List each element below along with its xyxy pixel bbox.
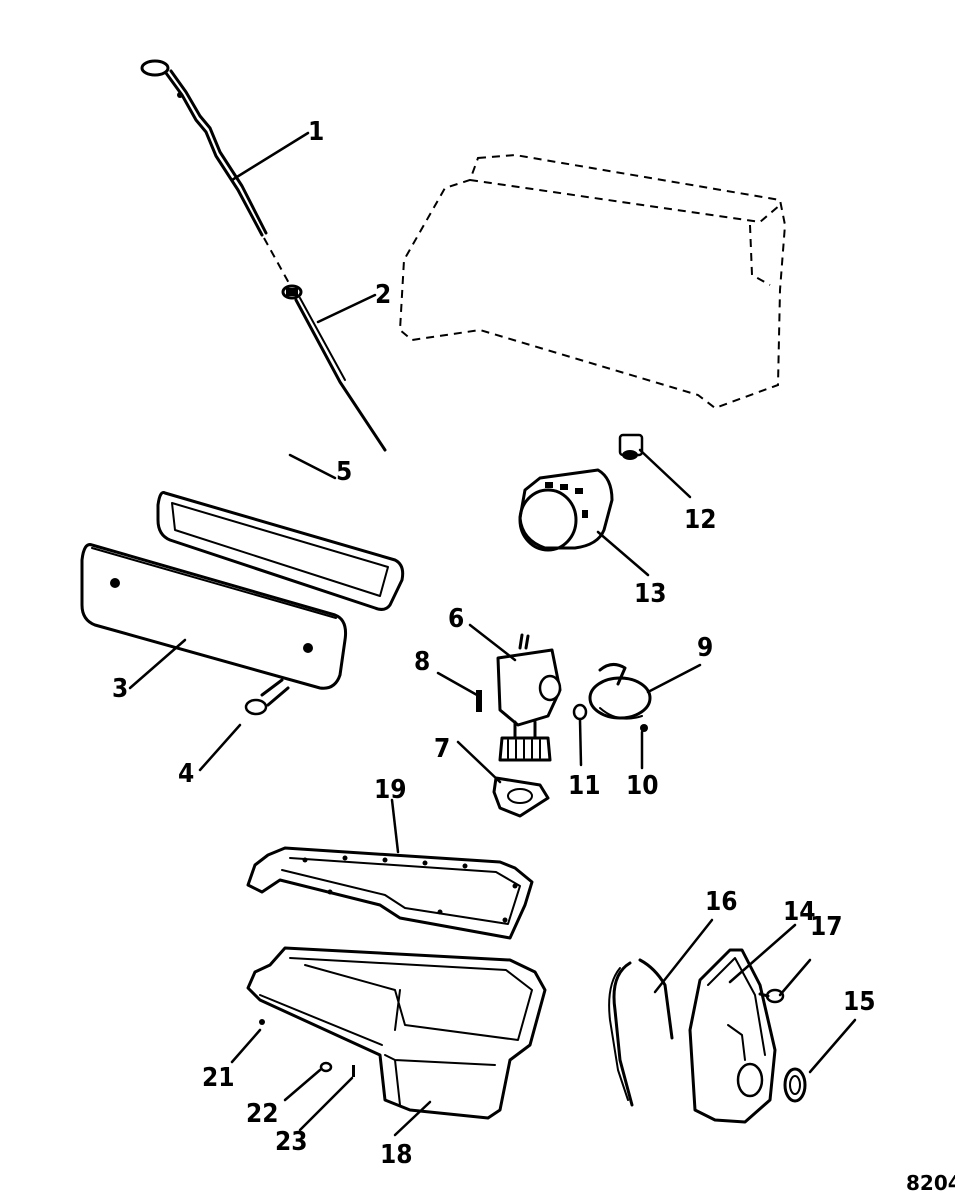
rocker-cover <box>80 543 347 690</box>
oil-pump <box>496 633 562 762</box>
dipstick <box>281 284 387 452</box>
timing-cover-gasket <box>608 958 674 1107</box>
callout-17: 17 <box>810 912 843 942</box>
engine-block-outline <box>398 153 787 410</box>
callout-15: 15 <box>843 987 876 1017</box>
callout-1: 1 <box>308 117 324 147</box>
callout-5: 5 <box>336 457 352 487</box>
oil-pan <box>246 946 547 1120</box>
callout-4: 4 <box>178 759 194 789</box>
dipstick-tube <box>140 59 268 237</box>
oil-pickup-screen <box>588 663 652 720</box>
oil-filter-fitting <box>618 433 644 460</box>
callout-8: 8 <box>414 647 430 677</box>
callout-18: 18 <box>380 1140 413 1170</box>
rocker-cover-gasket <box>156 491 405 611</box>
callout-23: 23 <box>275 1127 308 1157</box>
callout-9: 9 <box>697 633 713 663</box>
timing-cover-bolt <box>758 988 785 1004</box>
callout-10: 10 <box>626 771 659 801</box>
oil-pan-gasket <box>246 846 534 940</box>
callout-21: 21 <box>202 1063 235 1093</box>
callout-2: 2 <box>375 280 391 310</box>
callout-13: 13 <box>634 579 667 609</box>
callout-11: 11 <box>568 771 601 801</box>
callout-19: 19 <box>374 775 407 805</box>
leader-lines <box>128 131 857 1137</box>
pickup-fasteners <box>572 703 648 732</box>
callout-16: 16 <box>705 887 738 917</box>
pump-stud <box>476 690 482 712</box>
timing-cover <box>688 948 777 1124</box>
oil-filter <box>518 468 614 552</box>
callout-14: 14 <box>783 897 816 927</box>
figure-number: 8204 <box>906 1171 955 1195</box>
callout-7: 7 <box>434 734 450 764</box>
front-seal <box>783 1067 807 1103</box>
rocker-cover-bolt <box>244 678 290 716</box>
dipstick-alignment-line <box>263 237 291 286</box>
pan-fasteners <box>259 1019 355 1077</box>
pump-gasket <box>492 776 550 818</box>
callout-12: 12 <box>684 505 717 535</box>
callout-22: 22 <box>246 1099 279 1129</box>
callout-3: 3 <box>112 674 128 704</box>
callout-6: 6 <box>448 604 464 634</box>
callout-labels: 1 2 3 4 5 6 7 8 9 10 11 12 13 14 15 16 1… <box>112 117 955 1195</box>
